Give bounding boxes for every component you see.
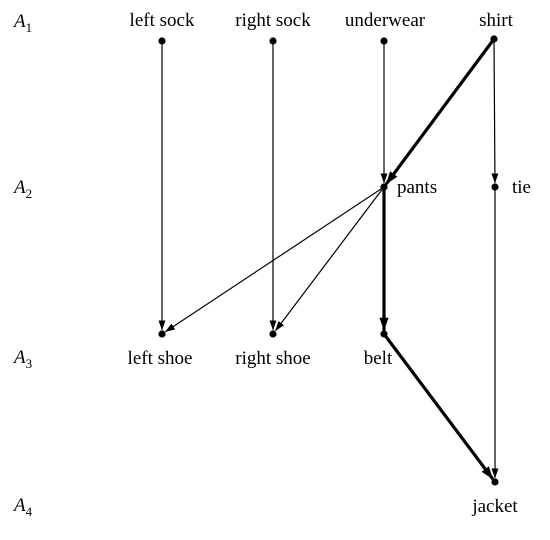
node-label-belt: belt — [364, 348, 393, 369]
node-labels: left sock right sock underwear shirt pan… — [128, 10, 531, 517]
node-label-jacket: jacket — [471, 496, 518, 517]
level-label-2: A2 — [12, 177, 32, 201]
level-labels: A1 A2 A3 A4 — [12, 11, 33, 519]
node-label-right-shoe: right shoe — [235, 348, 310, 369]
edge-shirt-to-pants — [385, 37, 496, 185]
node-label-shirt: shirt — [479, 10, 514, 31]
node-label-right-sock: right sock — [235, 10, 311, 31]
level-label-1: A1 — [12, 11, 32, 35]
level-label-4: A4 — [12, 495, 33, 519]
nodes — [158, 35, 499, 486]
level-label-3: A3 — [12, 347, 32, 371]
node-label-underwear: underwear — [345, 10, 426, 31]
node-dot-shirt — [490, 35, 498, 43]
node-dot-left-sock — [158, 37, 166, 45]
edge-belt-to-jacket — [382, 332, 494, 480]
node-label-left-sock: left sock — [130, 10, 195, 31]
node-dot-right-sock — [269, 37, 277, 45]
node-dot-right-shoe — [269, 330, 277, 338]
node-label-pants: pants — [397, 177, 437, 198]
node-dot-tie — [491, 183, 499, 191]
node-label-left-shoe: left shoe — [128, 348, 193, 369]
node-dot-belt — [380, 330, 388, 338]
node-dot-left-shoe — [158, 330, 166, 338]
node-dot-underwear — [380, 37, 388, 45]
node-label-tie: tie — [512, 177, 531, 198]
edge-pants-to-left-shoe — [165, 186, 385, 333]
node-dot-pants — [380, 183, 388, 191]
edge-pants-to-right-shoe — [275, 186, 385, 332]
node-dot-jacket — [491, 478, 499, 486]
edge-shirt-to-tie — [491, 38, 499, 184]
edges — [158, 37, 499, 480]
